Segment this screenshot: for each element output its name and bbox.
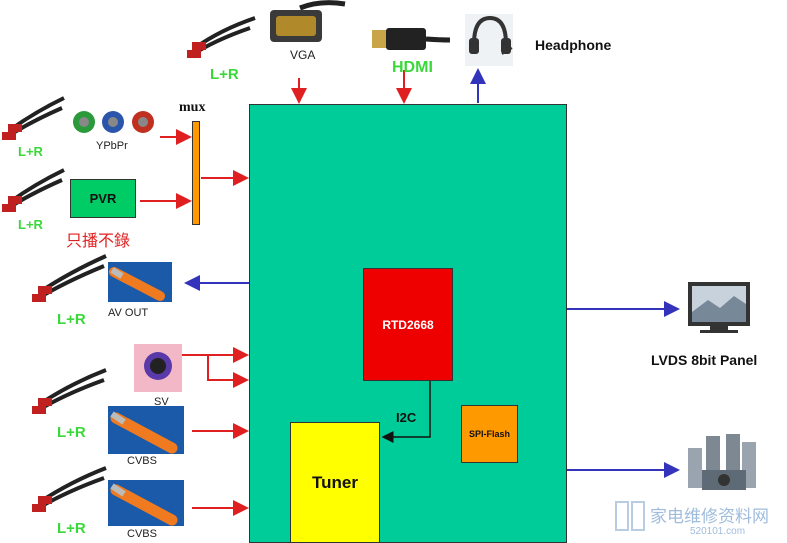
pvr-audio-label: L+R xyxy=(18,217,43,232)
sv-plug-icon xyxy=(134,344,182,392)
mux-bar xyxy=(192,121,200,225)
sv-label: SV xyxy=(154,396,169,408)
vga-label: VGA xyxy=(290,48,316,62)
cvbs1-plug-icon xyxy=(108,406,184,454)
spi-flash-chip: SPI-Flash xyxy=(461,405,518,463)
cvbs1-label: CVBS xyxy=(127,455,157,467)
cvbs1-audio-label: L+R xyxy=(57,424,86,441)
sv-arrow-2 xyxy=(207,355,249,388)
hdmi-label: HDMI xyxy=(392,59,433,76)
cvbs1-audio-rca-icon xyxy=(32,368,107,414)
headphone-label: Headphone xyxy=(535,37,612,53)
pvr-note: 只播不錄 xyxy=(66,233,131,250)
pvr-audio-rca-icon xyxy=(2,168,65,212)
av-out-label: AV OUT xyxy=(108,307,149,319)
i2c-label: I2C xyxy=(396,410,417,425)
pvr-box: PVR xyxy=(70,179,136,218)
cvbs2-audio-label: L+R xyxy=(57,520,86,537)
cvbs2-audio-rca-icon xyxy=(32,466,107,512)
av-out-plug-icon xyxy=(108,262,172,302)
vga-audio-label: L+R xyxy=(210,66,239,83)
vga-audio-rca-icon xyxy=(187,16,256,58)
av-out-audio-label: L+R xyxy=(57,311,86,328)
ypbpr-audio-label: L+R xyxy=(18,144,43,159)
ypbpr-label: YPbPr xyxy=(96,140,128,152)
watermark-url: 520101.com xyxy=(690,526,746,537)
cvbs2-label: CVBS xyxy=(127,528,157,540)
lvds-panel-label: LVDS 8bit Panel xyxy=(651,352,758,368)
ypbpr-audio-rca-icon xyxy=(2,96,65,140)
mux-label: mux xyxy=(179,100,206,115)
rtd2668-chip: RTD2668 xyxy=(363,268,453,381)
tuner-block: Tuner xyxy=(290,422,380,543)
av-out-audio-rca-icon xyxy=(32,254,107,302)
cvbs2-plug-icon xyxy=(108,480,184,526)
watermark-text: 家电维修资料网 xyxy=(650,507,769,526)
